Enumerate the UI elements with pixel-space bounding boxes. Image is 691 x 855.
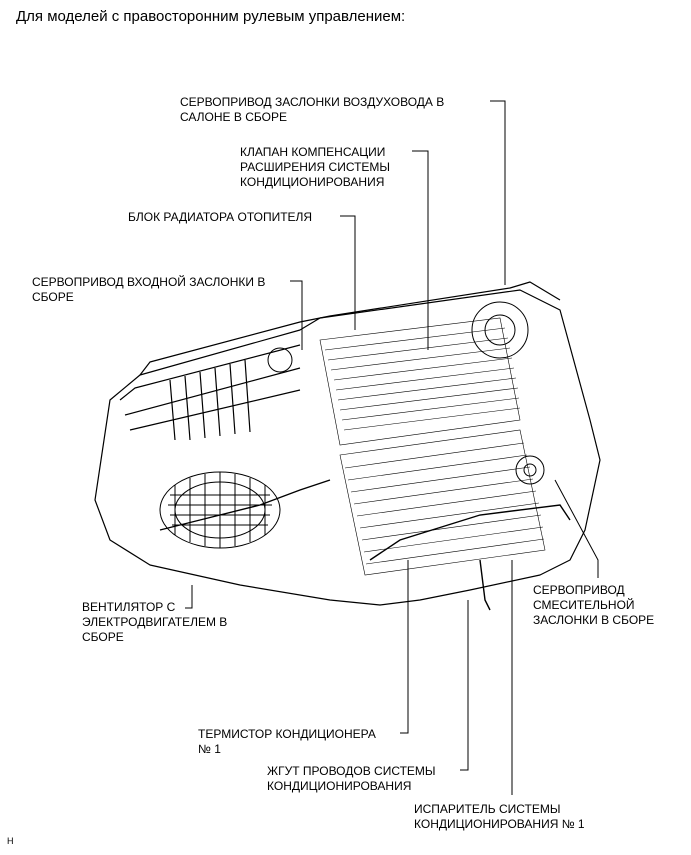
hvac-housing: [94, 281, 601, 606]
pipes: [159, 479, 571, 611]
page-heading: Для моделей с правосторонним рулевым упр…: [16, 8, 406, 25]
leader-mix-servo: [554, 479, 599, 578]
leader-wire-harness: [460, 600, 469, 771]
leader-expansion-valve: [412, 150, 429, 350]
blower-wheel: [159, 471, 281, 549]
leader-blower: [185, 585, 193, 609]
label-heater-core: БЛОК РАДИАТОРА ОТОПИТЕЛЯ: [128, 210, 313, 224]
leader-thermistor: [400, 560, 409, 734]
figure-code: H: [7, 836, 14, 846]
radiator-grid: [319, 317, 546, 576]
leader-inlet-servo: [290, 280, 303, 350]
servo-gears: [267, 301, 545, 485]
leader-lines: [185, 100, 599, 795]
leader-heater-core: [340, 215, 356, 330]
leader-recirc-servo: [490, 100, 506, 285]
